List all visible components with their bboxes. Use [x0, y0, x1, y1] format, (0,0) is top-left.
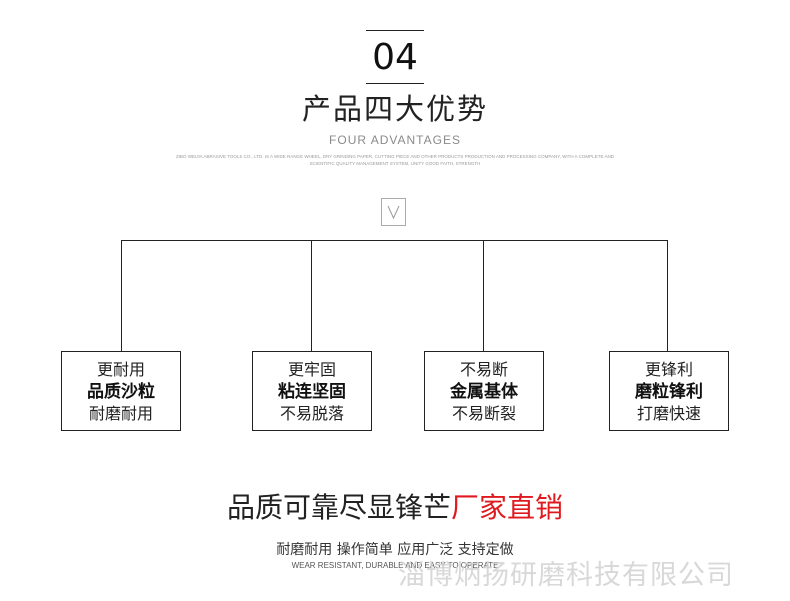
feature-bottom-text: 不易脱落: [279, 404, 344, 423]
feature-main-text: 金属基体: [450, 382, 518, 402]
slogan-highlight: 厂家直销: [451, 491, 564, 524]
slogan-main: 品质可靠尽显锋芒: [226, 491, 451, 524]
feature-bottom-text: 不易断裂: [451, 404, 516, 423]
chevron-down-icon: [387, 205, 400, 220]
company-watermark: 淄博炳扬研磨科技有限公司: [398, 560, 734, 591]
feature-main-text: 磨粒锋利: [635, 382, 703, 402]
feature-main-text: 粘连坚固: [278, 382, 346, 402]
tree-branch-3: [483, 240, 484, 351]
feature-top-text: 更牢固: [287, 360, 336, 379]
page-title: 产品四大优势: [301, 92, 488, 126]
tree-branch-1: [121, 240, 122, 351]
feature-box-1: 更耐用 品质沙粒 耐磨耐用: [61, 351, 181, 431]
tree-branch-2: [311, 240, 312, 351]
feature-box-2: 更牢固 粘连坚固 不易脱落: [252, 351, 372, 431]
feature-main-text: 品质沙粒: [87, 382, 155, 402]
feature-bottom-text: 耐磨耐用: [88, 404, 153, 423]
feature-top-text: 不易断: [459, 360, 508, 379]
slogan-sub-cn: 耐磨耐用 操作简单 应用广泛 支持定做: [276, 542, 514, 558]
feature-box-3: 不易断 金属基体 不易断裂: [424, 351, 544, 431]
page-subtitle: FOUR ADVANTAGES: [329, 133, 461, 147]
feature-bottom-text: 打磨快速: [636, 404, 701, 423]
fine-print-line-1: ZIBO WEIJIA ABRASIVE TOOLS CO., LTD. IS …: [176, 154, 614, 159]
fine-print-line-2: SCIENTIFIC QUALITY MANAGEMENT SYSTEM, UN…: [309, 161, 481, 166]
section-number: 04: [372, 37, 418, 78]
number-bottom-rule: [366, 83, 424, 84]
number-top-rule: [366, 30, 424, 31]
chevron-box: [381, 198, 406, 226]
feature-top-text: 更耐用: [96, 360, 145, 379]
slogan: 品质可靠尽显锋芒厂家直销: [0, 488, 790, 528]
feature-top-text: 更锋利: [644, 360, 693, 379]
slogan-sub-en: WEAR RESISTANT, DURABLE AND EASY TO OPER…: [291, 561, 499, 570]
tree-horizontal-line: [121, 240, 668, 241]
tree-branch-4: [667, 240, 668, 351]
feature-box-4: 更锋利 磨粒锋利 打磨快速: [609, 351, 729, 431]
